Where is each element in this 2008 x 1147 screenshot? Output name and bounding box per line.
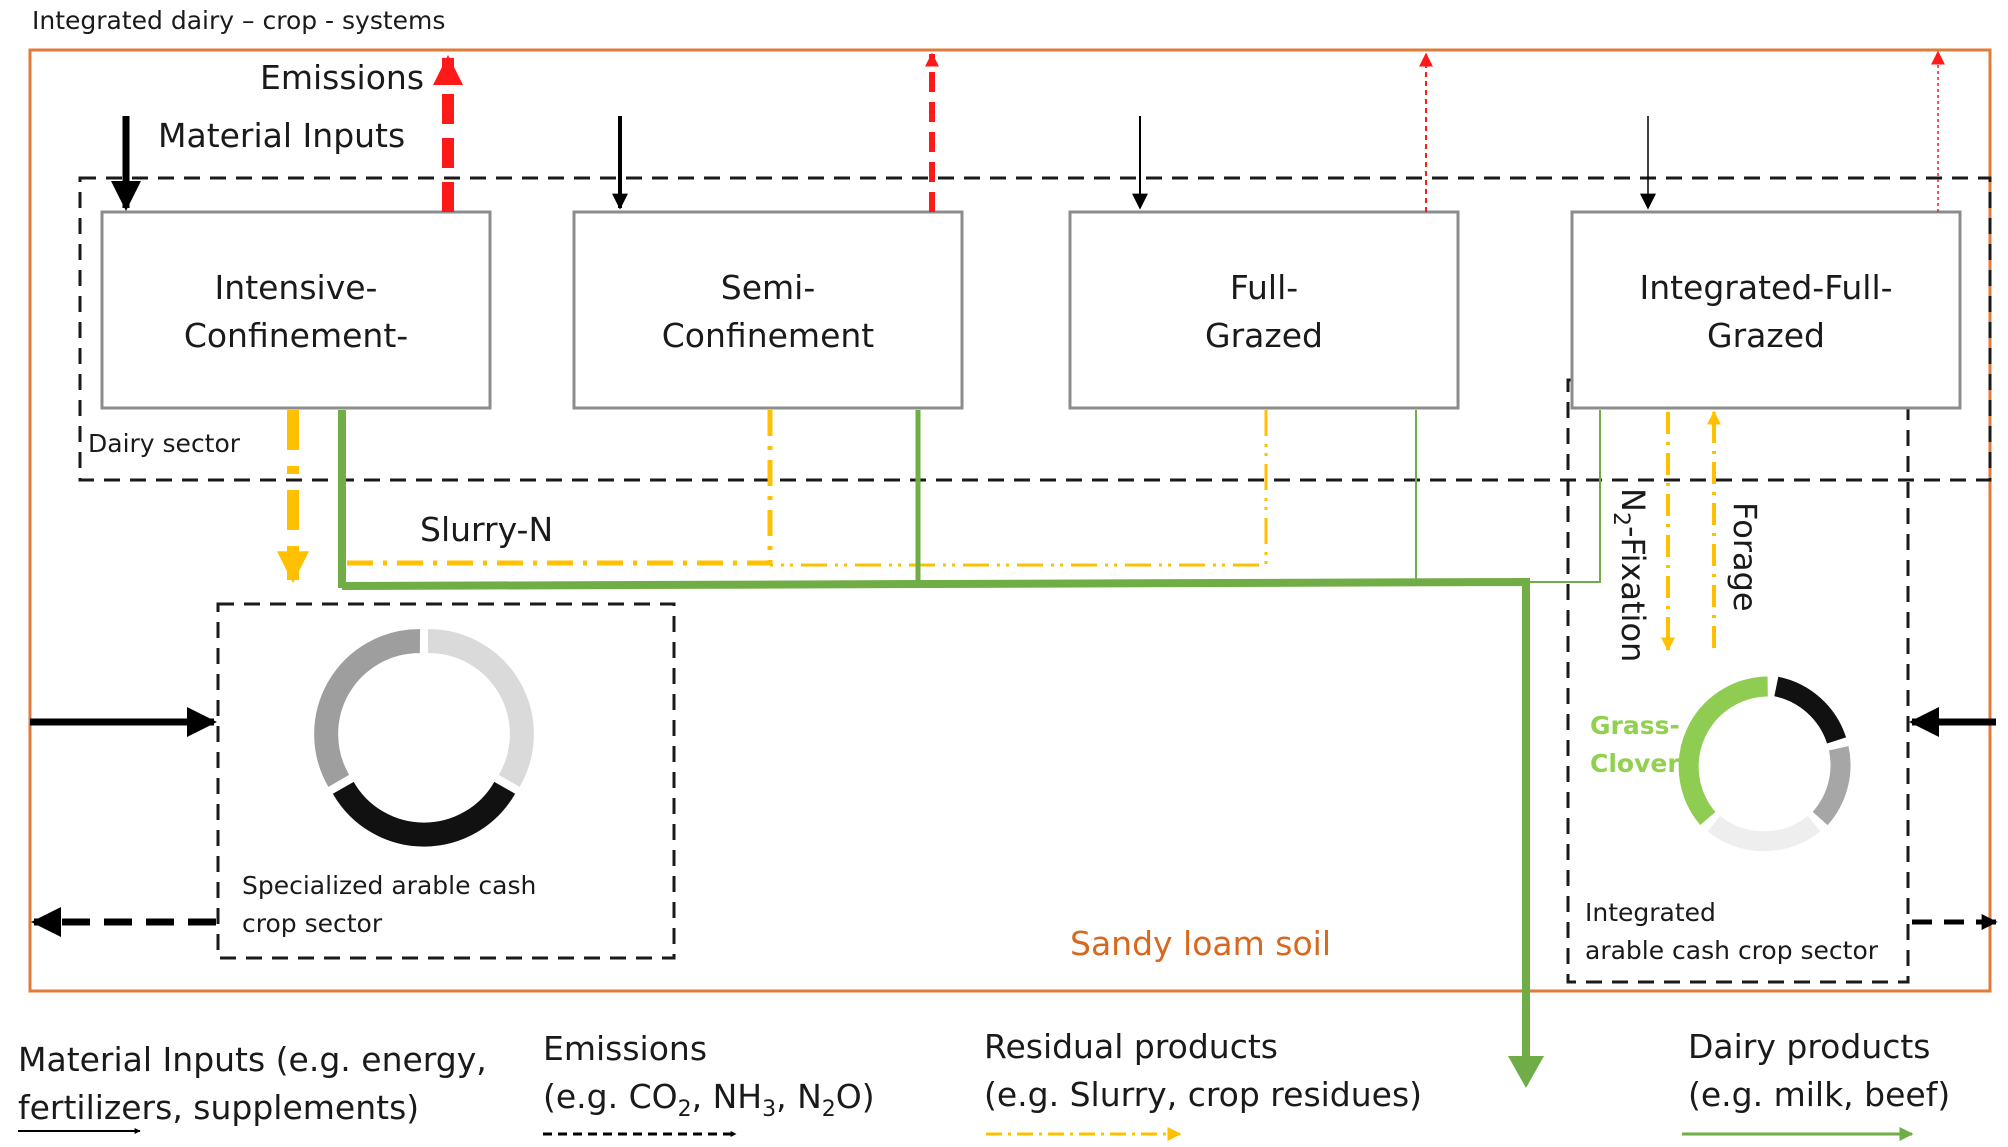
system-label-line1: Integrated-Full- <box>1639 268 1892 307</box>
donut-segment <box>1707 815 1821 852</box>
system-box-integrated-full-grazed: Integrated-Full- Grazed <box>1570 210 1962 410</box>
n2-fixation-label: N2-Fixation <box>1608 488 1652 662</box>
integrated-sector-label-line2: arable cash crop sector <box>1585 936 1879 965</box>
system-box-semi-confinement: Semi- Confinement <box>572 210 964 410</box>
specialized-sector-label-line1: Specialized arable cash <box>242 871 536 900</box>
system-label-line1: Intensive- <box>215 268 378 307</box>
system-box-intensive-confinement: Intensive- Confinement- <box>100 210 492 410</box>
legend-dairy-products: Dairy products (e.g. milk, beef) <box>1682 1027 1950 1141</box>
system-label-line2: Confinement <box>662 316 875 355</box>
dairy-flow-main-arrowhead <box>1508 1056 1544 1088</box>
clover-label: Clover <box>1590 749 1680 778</box>
legend-material-line2: fertilizers, supplements) <box>18 1088 419 1127</box>
legend-emissions-line2: (e.g. CO2, NH3, N2O) <box>543 1077 875 1122</box>
grass-label: Grass- <box>1590 711 1680 740</box>
legend: Material Inputs (e.g. energy, fertilizer… <box>18 1027 1950 1141</box>
dairy-sector-boundary <box>78 176 1992 482</box>
system-label-line1: Full- <box>1230 268 1298 307</box>
integrated-sector-boundary <box>1566 378 1910 984</box>
slurry-n-label: Slurry-N <box>420 510 553 549</box>
donut-segment <box>427 629 534 787</box>
legend-residual-line2: (e.g. Slurry, crop residues) <box>984 1075 1422 1114</box>
donut-segment <box>1678 676 1769 825</box>
material-inputs-label: Material Inputs <box>158 116 405 155</box>
slurry-flow-full-grazed <box>770 410 1268 567</box>
dairy-flow-main <box>341 577 1530 1070</box>
legend-dairy-line1: Dairy products <box>1688 1027 1931 1066</box>
legend-dairy-line2: (e.g. milk, beef) <box>1688 1075 1950 1114</box>
legend-material-line1: Material Inputs (e.g. energy, <box>18 1040 487 1079</box>
legend-emissions: Emissions (e.g. CO2, NH3, N2O) <box>543 1029 875 1137</box>
legend-emissions-line1: Emissions <box>543 1029 707 1068</box>
system-box-full-grazed: Full- Grazed <box>1068 210 1460 410</box>
soil-label: Sandy loam soil <box>1070 924 1331 963</box>
slurry-flow-semi <box>340 410 773 566</box>
legend-material-inputs: Material Inputs (e.g. energy, fertilizer… <box>18 1040 487 1134</box>
donut-segment <box>332 781 516 847</box>
system-boundary-frame <box>28 48 1992 993</box>
dairy-sector-label: Dairy sector <box>88 429 241 458</box>
donut-segment <box>1773 676 1847 744</box>
system-label-line2: Grazed <box>1205 316 1323 355</box>
emissions-label: Emissions <box>260 58 424 97</box>
specialized-sector-label-line2: crop sector <box>242 909 383 938</box>
specialized-sector-boundary <box>216 602 676 960</box>
legend-residual-line1: Residual products <box>984 1027 1278 1066</box>
donut-segment <box>1812 746 1851 826</box>
forage-label: Forage <box>1726 502 1764 612</box>
legend-residual-products: Residual products (e.g. Slurry, crop res… <box>984 1027 1422 1141</box>
system-label-line2: Confinement- <box>184 316 408 355</box>
integrated-crop-rotation-donut <box>1678 676 1851 852</box>
integrated-sector-label-line1: Integrated <box>1585 898 1716 927</box>
specialized-crop-rotation-donut <box>314 629 534 847</box>
system-label-line1: Semi- <box>721 268 815 307</box>
donut-segment <box>314 629 421 787</box>
system-label-line2: Grazed <box>1707 316 1825 355</box>
dairy-flow-integrated <box>1526 410 1601 583</box>
diagram-title: Integrated dairy – crop - systems <box>32 6 445 35</box>
